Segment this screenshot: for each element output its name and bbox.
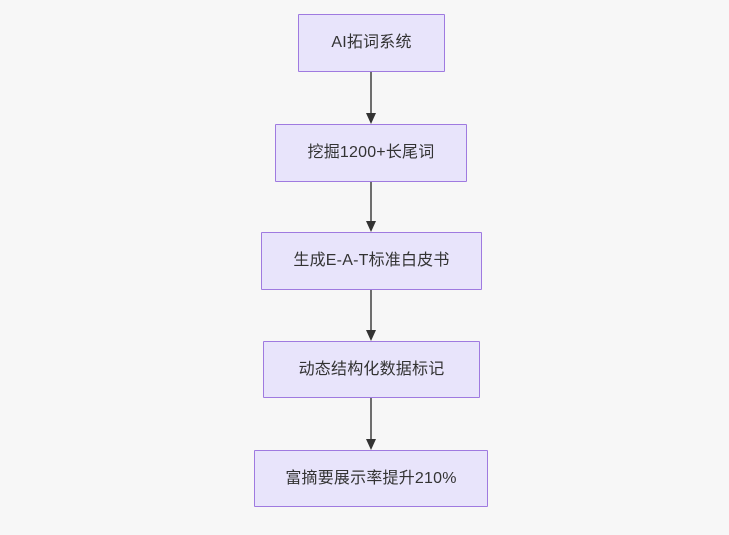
flowchart-node-mine-longtail-keywords[interactable]: 挖掘1200+长尾词 — [275, 124, 467, 182]
flowchart-node-generate-eat-whitepaper[interactable]: 生成E-A-T标准白皮书 — [261, 232, 482, 290]
flowchart-node-label: 富摘要展示率提升210% — [285, 469, 457, 487]
flowchart-node-ai-keyword-system[interactable]: AI拓词系统 — [298, 14, 445, 72]
flowchart-node-dynamic-structured-data-markup[interactable]: 动态结构化数据标记 — [263, 341, 480, 398]
flowchart-node-label: 生成E-A-T标准白皮书 — [293, 252, 450, 270]
flowchart-node-label: AI拓词系统 — [331, 34, 412, 52]
flowchart-node-label: 动态结构化数据标记 — [298, 360, 445, 378]
flowchart-node-label: 挖掘1200+长尾词 — [307, 144, 435, 162]
flowchart-node-rich-snippet-impression-lift[interactable]: 富摘要展示率提升210% — [254, 450, 488, 507]
